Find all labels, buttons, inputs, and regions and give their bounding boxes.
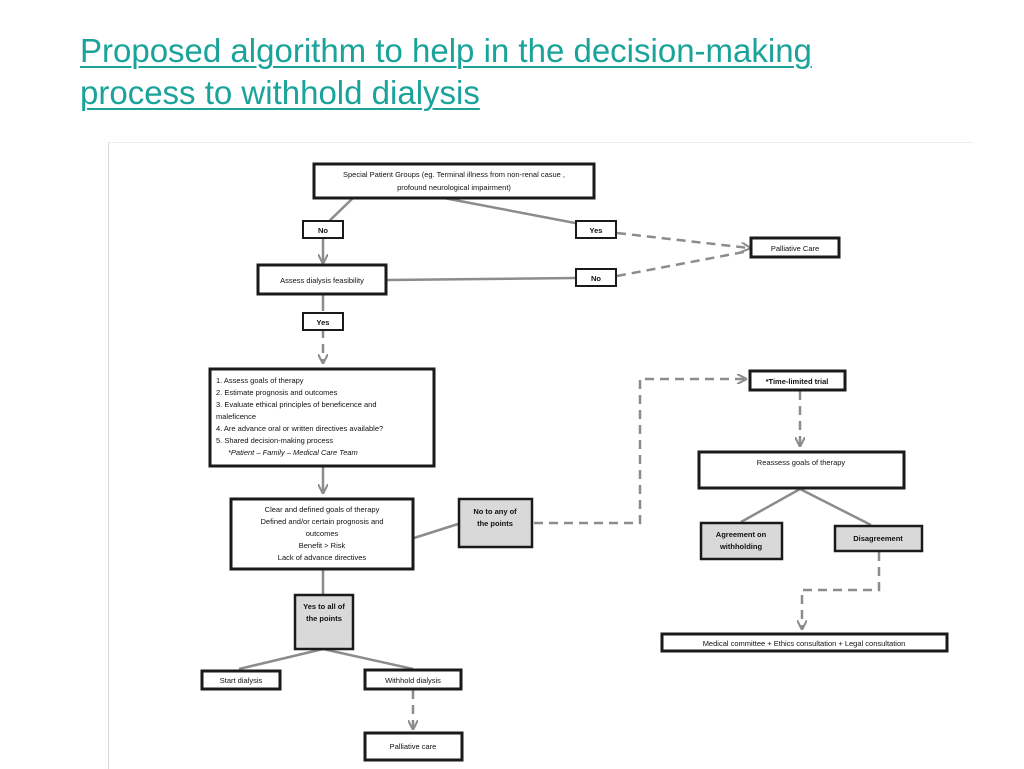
node-clear-goals: Clear and defined goals of therapy Defin… xyxy=(229,497,415,571)
start-dialysis-label: Start dialysis xyxy=(220,676,263,685)
node-medical-committee: Medical committee + Ethics consultation … xyxy=(660,632,949,653)
special-line-1: Special Patient Groups (eg. Terminal ill… xyxy=(343,170,565,179)
clear-line-5: Lack of advance directives xyxy=(278,553,367,562)
flowchart-svg: Special Patient Groups (eg. Terminal ill… xyxy=(200,162,949,762)
clear-line-1: Clear and defined goals of therapy xyxy=(265,505,380,514)
assess-label: Assess dialysis feasibility xyxy=(280,276,364,285)
node-yes-1: Yes xyxy=(575,220,617,239)
node-time-limited-trial: *Time-limited trial xyxy=(748,369,847,392)
no-points-line-2: the points xyxy=(477,519,513,528)
reassess-label: Reassess goals of therapy xyxy=(757,458,846,467)
page-title: Proposed algorithm to help in the decisi… xyxy=(80,30,980,114)
clear-line-2: Defined and/or certain prognosis and xyxy=(261,517,384,526)
connector-no-palliative xyxy=(616,249,750,278)
node-goals-of-therapy: 1. Assess goals of therapy 2. Estimate p… xyxy=(208,367,436,468)
connectors xyxy=(238,196,881,728)
title-line-2: process to withhold dialysis xyxy=(80,74,480,111)
title-line-1: Proposed algorithm to help in the decisi… xyxy=(80,32,812,69)
goals-line-5: 4. Are advance oral or written directive… xyxy=(216,424,383,433)
goals-line-4: maleficence xyxy=(216,412,256,421)
no-2-label: No xyxy=(591,274,601,283)
yes-1-label: Yes xyxy=(590,226,603,235)
agreement-line-2: withholding xyxy=(719,542,762,551)
flowchart-figure: Special Patient Groups (eg. Terminal ill… xyxy=(108,142,973,769)
clear-line-4: Benefit > Risk xyxy=(299,541,346,550)
goals-line-1: 1. Assess goals of therapy xyxy=(216,376,304,385)
no-points-line-1: No to any of xyxy=(473,507,517,516)
connector-reassess-agreement xyxy=(740,487,801,524)
node-no-2: No xyxy=(575,268,617,287)
connector-yespoints-start xyxy=(238,647,324,671)
connector-assess-no xyxy=(386,276,577,282)
palliative-1-label: Palliative Care xyxy=(771,244,819,253)
no-1-label: No xyxy=(318,226,328,235)
node-palliative-care-1: Palliative Care xyxy=(749,236,841,259)
node-assess-feasibility: Assess dialysis feasibility xyxy=(256,263,388,296)
goals-note: *Patient – Family – Medical Care Team xyxy=(228,448,358,457)
agreement-line-1: Agreement on xyxy=(716,530,767,539)
palliative-2-label: Palliative care xyxy=(390,742,437,751)
connector-reassess-disagreement xyxy=(799,487,872,527)
node-yes-to-all: Yes to all of the points xyxy=(293,593,355,651)
node-palliative-care-2: Palliative care xyxy=(363,731,464,762)
yes-points-line-2: the points xyxy=(306,614,342,623)
goals-line-2: 2. Estimate prognosis and outcomes xyxy=(216,388,338,397)
trial-label: *Time-limited trial xyxy=(766,377,829,386)
node-start-dialysis: Start dialysis xyxy=(200,669,282,691)
special-line-2: profound neurological impairment) xyxy=(397,183,511,192)
node-reassess-goals: Reassess goals of therapy xyxy=(697,450,906,490)
connector-clear-nopoints xyxy=(413,522,459,540)
node-no-1: No xyxy=(302,220,344,239)
node-agreement-withholding: Agreement on withholding xyxy=(699,521,784,561)
node-special-patient-groups: Special Patient Groups (eg. Terminal ill… xyxy=(312,162,596,200)
disagreement-label: Disagreement xyxy=(853,534,903,543)
node-withhold-dialysis: Withhold dialysis xyxy=(363,668,463,691)
yes-points-line-1: Yes to all of xyxy=(303,602,345,611)
connector-yespoints-withhold xyxy=(322,647,414,671)
goals-line-3: 3. Evaluate ethical principles of benefi… xyxy=(216,400,377,409)
node-no-to-any: No to any of the points xyxy=(457,497,534,549)
committee-label: Medical committee + Ethics consultation … xyxy=(703,639,906,648)
connector-yes-palliative xyxy=(616,231,749,248)
connector-disagreement-committee xyxy=(802,552,881,628)
clear-line-3: outcomes xyxy=(306,529,339,538)
yes-2-label: Yes xyxy=(317,318,330,327)
connector-special-yes xyxy=(443,196,597,229)
goals-line-6: 5. Shared decision-making process xyxy=(216,436,333,445)
connector-nopoints-trial xyxy=(534,379,745,525)
node-yes-2: Yes xyxy=(302,312,344,331)
node-disagreement: Disagreement xyxy=(833,524,924,553)
withhold-dialysis-label: Withhold dialysis xyxy=(385,676,441,685)
